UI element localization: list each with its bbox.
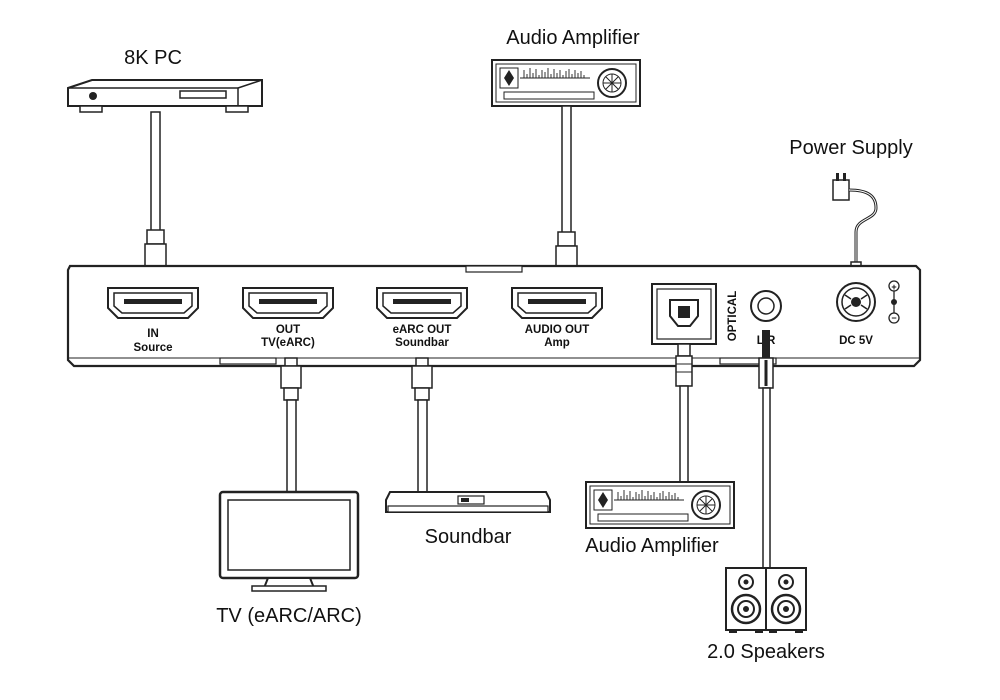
cable-lr-to-speakers (758, 330, 774, 569)
tv-device (218, 490, 360, 592)
earc-port-label: eARC OUT (393, 324, 452, 336)
amplifier-top-label: Audio Amplifier (506, 27, 640, 49)
cable-out-to-tv (280, 357, 302, 493)
minus-sign: − (891, 313, 896, 323)
lr-audio-jack (750, 290, 782, 322)
dc-label: DC 5V (839, 335, 873, 347)
cable-optical-to-amp (675, 343, 693, 483)
soundbar-label: Soundbar (425, 526, 512, 548)
cable-pc-to-in (144, 111, 167, 277)
out-port-sublabel: TV(eARC) (261, 337, 315, 349)
hdmi-out-tv-port (242, 287, 334, 319)
tv-label: TV (eARC/ARC) (216, 605, 362, 627)
in-port-sublabel: Source (134, 342, 173, 354)
hdmi-in-port (107, 287, 199, 319)
power-adapter-icon (832, 173, 878, 275)
speakers-label: 2.0 Speakers (707, 641, 825, 663)
switch-unit (66, 264, 922, 368)
optical-port (651, 283, 717, 345)
cable-earc-to-soundbar (411, 357, 433, 493)
cable-amp-to-audio-out (555, 105, 578, 279)
pc-device (67, 79, 263, 113)
optical-label: OPTICAL (727, 291, 739, 341)
speakers-device (725, 567, 807, 633)
plus-sign: + (891, 282, 896, 292)
amplifier-bottom-label: Audio Amplifier (585, 535, 719, 557)
soundbar-device (385, 491, 551, 513)
audio-out-port-label: AUDIO OUT (525, 324, 590, 336)
dc-power-port (836, 282, 876, 322)
pc-label: 8K PC (124, 47, 182, 69)
polarity-icon: + − (888, 280, 900, 324)
earc-port-sublabel: Soundbar (395, 337, 449, 349)
amplifier-bottom-device (585, 481, 735, 529)
amplifier-top-device (491, 59, 641, 107)
hdmi-earc-out-port (376, 287, 468, 319)
out-port-label: OUT (276, 324, 300, 336)
audio-out-port-sublabel: Amp (544, 337, 570, 349)
power-supply-label: Power Supply (789, 137, 912, 159)
hdmi-audio-out-port (511, 287, 603, 319)
in-port-label: IN (147, 328, 159, 340)
